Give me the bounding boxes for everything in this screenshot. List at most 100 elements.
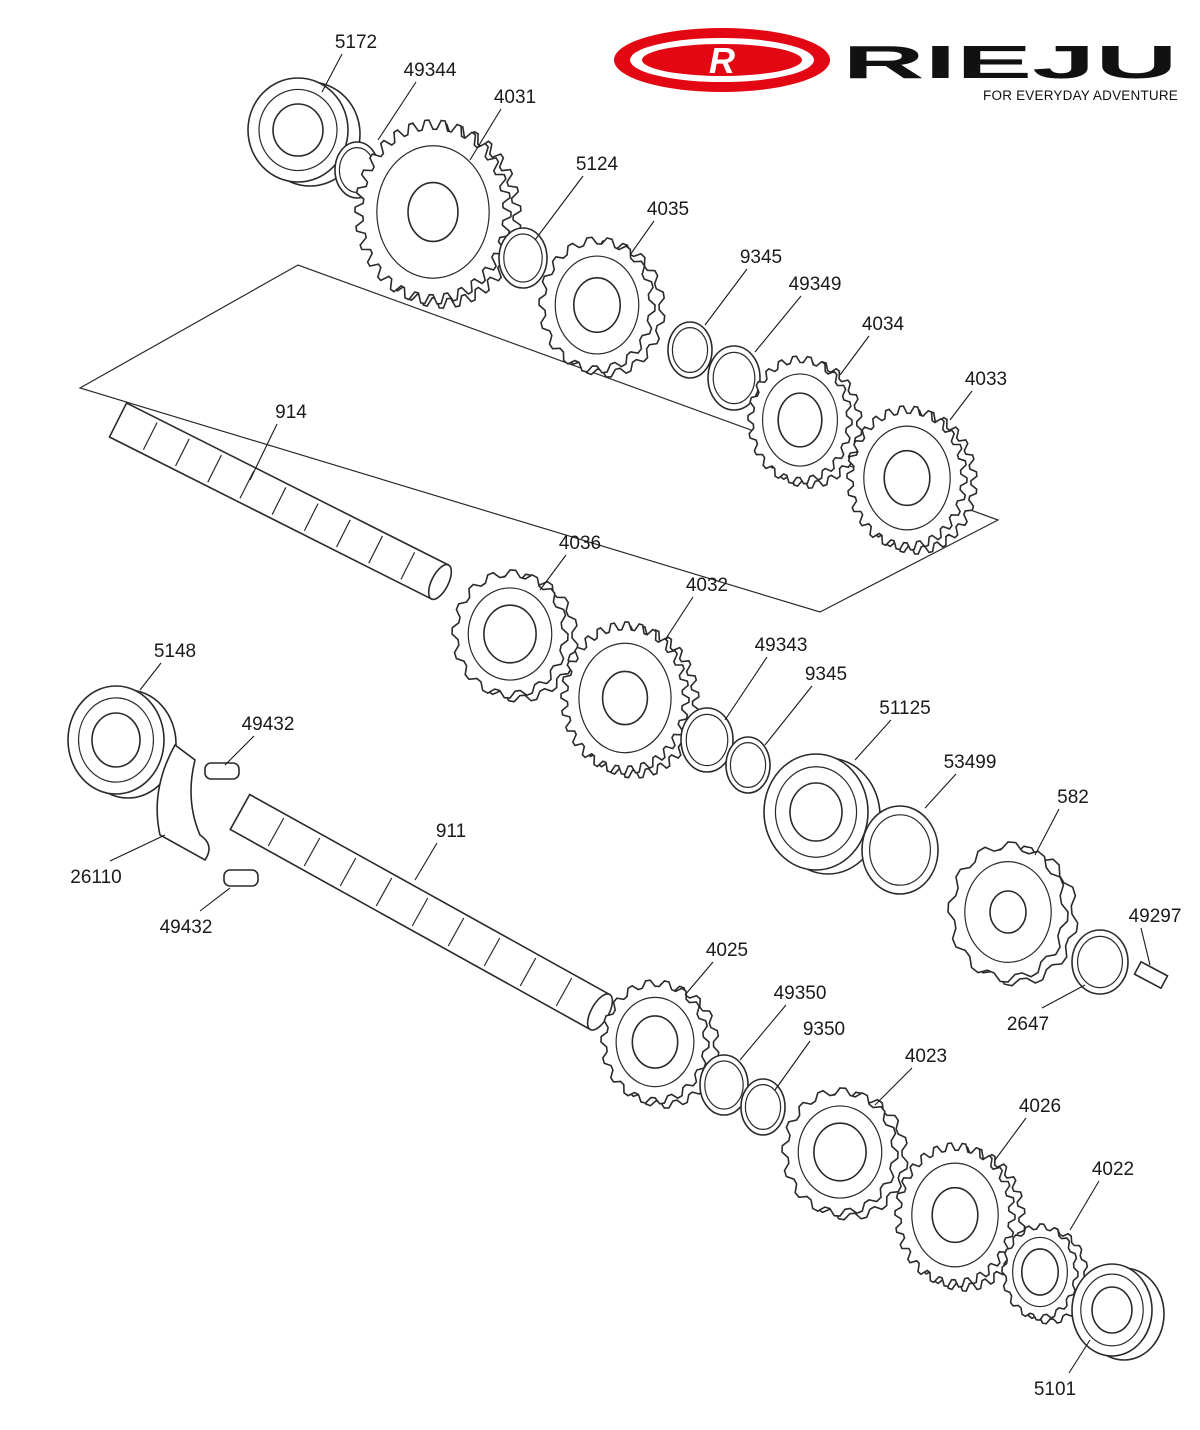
bearing-5101 [1071, 1263, 1165, 1361]
leader-c49297 [1140, 927, 1151, 966]
sprocket-582 [947, 841, 1079, 987]
gear-4023-bore [813, 1122, 867, 1182]
callout-c49297: 49297 [1129, 906, 1182, 927]
leader-c4035 [629, 220, 655, 256]
callout-c911: 911 [436, 821, 466, 842]
shaft-911 [229, 793, 614, 1031]
callout-c26110: 26110 [70, 867, 121, 888]
washer-49343 [680, 707, 734, 773]
shaft-911-spline [483, 937, 501, 967]
gear-4025 [600, 979, 720, 1109]
shaft-914-spline [175, 438, 190, 467]
leader-c5124 [534, 175, 584, 241]
leader-c4033 [949, 390, 973, 421]
circlip-9345-b [725, 736, 771, 794]
callout-c4022: 4022 [1092, 1159, 1134, 1180]
bush-5124-outer [498, 227, 548, 289]
bearing-5172-race [258, 88, 338, 172]
gear-4022-web [1012, 1236, 1068, 1308]
shaft-914 [108, 401, 453, 601]
lock-plate-2647 [1071, 929, 1129, 995]
callout-c4032: 4032 [686, 575, 728, 596]
callout-c49432a: 49432 [242, 714, 295, 735]
gear-4026-web [911, 1162, 999, 1268]
gear-4031 [354, 119, 522, 309]
washer-49343-inner [685, 713, 729, 767]
leader-c4034 [839, 335, 870, 376]
gear-4036 [451, 569, 579, 703]
gear-4035-bore [572, 276, 621, 333]
circlip-9345-b-outer [725, 736, 771, 794]
logo-wordmark: RIEJU [843, 36, 1178, 88]
callout-c5124: 5124 [576, 154, 619, 175]
callout-c914: 914 [275, 402, 307, 423]
gear-4034-web [761, 373, 839, 467]
gear-4026-bore [931, 1186, 979, 1244]
leader-c49432a [224, 735, 255, 766]
gear-4033-bore [883, 449, 931, 507]
leader-c49344 [377, 81, 417, 141]
gear-4035-web [554, 255, 640, 355]
bearing-5101-race [1080, 1273, 1144, 1347]
layshaft-outline [78, 264, 1000, 613]
gear-4022 [1001, 1223, 1089, 1325]
leader-lines [109, 53, 1151, 1374]
callout-c49344: 49344 [404, 60, 457, 81]
callout-c5148: 5148 [154, 641, 196, 662]
washer-49350 [699, 1054, 749, 1116]
callout-c5101: 5101 [1034, 1379, 1076, 1400]
leader-c2647 [1041, 984, 1086, 1009]
screw-49432-b [223, 869, 259, 887]
callout-c51125: 51125 [879, 698, 930, 719]
bolt-49297 [1133, 960, 1169, 990]
washer-49349 [707, 345, 761, 411]
gear-4025-web [615, 996, 695, 1088]
callout-c582: 582 [1057, 787, 1089, 808]
lock-plate-2647-outer [1071, 929, 1129, 995]
seal-53499-outer [861, 805, 939, 895]
circlip-9350-outer [740, 1078, 786, 1136]
seal-53499-inner [868, 814, 931, 886]
shaft-914-spline [271, 487, 287, 515]
shaft-914-spline [303, 503, 319, 532]
leader-c53499 [924, 773, 957, 809]
shaft-914-spline [400, 551, 416, 580]
shaft-914-spline [207, 454, 222, 483]
callout-c49343: 49343 [755, 635, 808, 656]
leader-c582 [1034, 808, 1060, 856]
callout-c49432b: 49432 [160, 917, 213, 938]
leader-c4036 [539, 554, 567, 591]
leader-c9345b [764, 685, 813, 746]
leader-c4022 [1069, 1180, 1100, 1231]
leader-c9345a [704, 268, 748, 326]
plate-26110 [156, 743, 210, 862]
bush-5124 [498, 227, 548, 289]
gear-4032-web [578, 642, 672, 754]
rieju-logo: R RIEJU FOR EVERYDAY ADVENTURE [614, 28, 1178, 103]
leader-c9350 [774, 1040, 811, 1091]
callout-c4026: 4026 [1019, 1096, 1061, 1117]
shaft-911-spline [339, 857, 357, 887]
leader-c4023 [874, 1067, 913, 1106]
gear-4033 [846, 405, 978, 555]
circlip-9345-b-inner [729, 741, 767, 788]
circlip-9345-a-inner [671, 327, 709, 374]
callout-c4035: 4035 [647, 199, 689, 220]
bearing-5148-inner [91, 712, 141, 768]
leader-c4032 [664, 596, 694, 641]
leader-c49350 [739, 1004, 787, 1061]
shaft-911-spline [555, 977, 573, 1007]
leader-c4026 [994, 1117, 1027, 1161]
callout-c2647: 2647 [1007, 1014, 1049, 1035]
shaft-914-spline [239, 470, 255, 499]
gear-4036-web [467, 587, 553, 681]
bearing-5172 [247, 77, 361, 187]
leader-c4025 [684, 961, 714, 996]
callout-c9350: 9350 [803, 1019, 845, 1040]
callout-c9345a: 9345 [740, 247, 782, 268]
callout-c4034: 4034 [862, 314, 905, 335]
seal-53499 [861, 805, 939, 895]
washer-49343-outer [680, 707, 734, 773]
callout-c9345b: 9345 [805, 664, 847, 685]
shaft-914-spline [142, 422, 158, 451]
